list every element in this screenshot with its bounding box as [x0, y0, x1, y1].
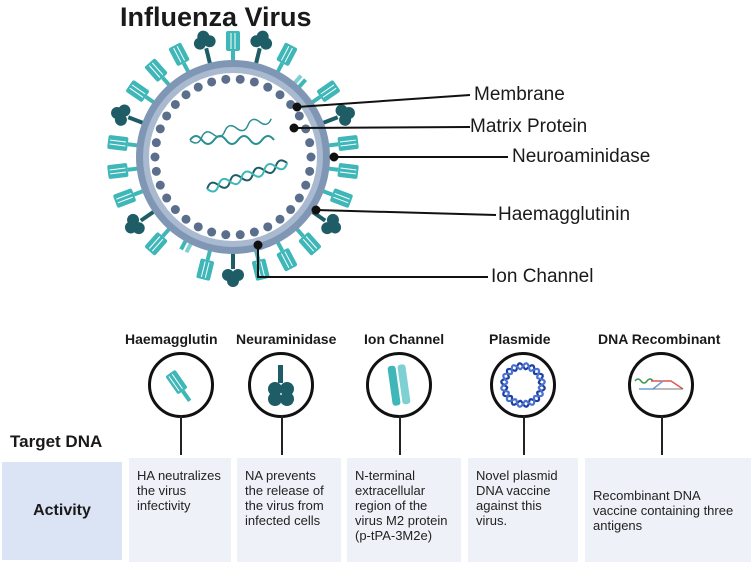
activity-text: N-terminal extracellular region of the v…: [355, 468, 448, 543]
heading-ion-channel: Ion Channel: [364, 331, 445, 347]
matrix-protein-dot: [301, 180, 311, 190]
activity-text: Novel plasmid DNA vaccine against this v…: [476, 468, 558, 528]
connector-line: [661, 415, 663, 455]
matrix-protein-dot: [193, 222, 203, 232]
matrix-protein-dot: [170, 99, 180, 109]
matrix-protein-dot: [181, 90, 191, 100]
matrix-protein-dot: [151, 166, 161, 176]
matrix-protein-dot: [207, 227, 217, 237]
matrix-protein-dot: [193, 82, 203, 92]
matrix-protein-dot: [305, 138, 315, 148]
haemagglutinin-spike: [328, 135, 359, 151]
matrix-protein-dot: [162, 193, 172, 203]
haemagglutinin-spike: [226, 31, 240, 61]
activity-cell-haemagglutinin: HA neutralizes the virus infectivity: [129, 458, 231, 562]
haemagglutinin-spike: [328, 163, 359, 179]
matrix-protein-dot: [249, 227, 259, 237]
influenza-virus-diagram: [107, 30, 508, 287]
neuraminidase-spike: [124, 209, 156, 235]
haemagglutinin-spike: [107, 135, 138, 151]
haemagglutinin-spike: [145, 227, 171, 256]
neuraminidase-spike: [111, 104, 144, 126]
matrix-protein-dot: [155, 124, 165, 134]
activity-cell-neuraminidase: NA prevents the release of the virus fro…: [237, 458, 341, 562]
activity-cell-plasmide: Novel plasmid DNA vaccine against this v…: [468, 458, 578, 562]
matrix-protein-dot: [294, 193, 304, 203]
haemagglutinin-spike: [310, 80, 340, 105]
matrix-protein-dot: [221, 230, 231, 240]
dna-recombinant-icon: [628, 352, 694, 418]
neuraminidase-spike: [193, 30, 216, 65]
matrix-protein-dot: [150, 152, 160, 162]
rna-helix: [206, 159, 289, 193]
matrix-protein-dot: [294, 111, 304, 121]
haemagglutinin-spike: [113, 188, 144, 208]
matrix-protein-dot: [170, 205, 180, 215]
neuraminidase-spike: [250, 30, 273, 65]
neuraminidase-spike: [322, 104, 355, 126]
matrix-protein-dot: [263, 82, 273, 92]
matrix-protein-dot: [275, 90, 285, 100]
activity-cell-ion-channel: N-terminal extracellular region of the v…: [347, 458, 461, 562]
matrix-protein-dots: [150, 74, 316, 240]
target-dna-label: Target DNA: [10, 432, 103, 451]
rna-strand-1: [189, 135, 275, 145]
neuraminidase-spike: [222, 253, 244, 287]
haemagglutinin-spike: [168, 42, 191, 73]
matrix-protein-dot: [235, 230, 245, 240]
haemagglutinin-spike: [275, 241, 298, 272]
haemagglutinin-spike: [145, 58, 171, 87]
page-title: Influenza Virus: [120, 2, 312, 32]
matrix-protein-dot: [249, 77, 259, 87]
matrix-protein-dot: [275, 214, 285, 224]
matrix-protein-dot: [263, 222, 273, 232]
matrix-protein-dot: [162, 111, 172, 121]
plasmid-icon: [490, 352, 556, 418]
matrix-protein-dot: [207, 77, 217, 87]
ion-channel-icon: [366, 352, 432, 418]
matrix-protein-dot: [151, 138, 161, 148]
neuraminidase-icon: [248, 352, 314, 418]
matrix-protein-dot: [286, 205, 296, 215]
activity-text: Recombinant DNA vaccine containing three…: [593, 488, 734, 533]
haemagglutinin-spike: [126, 80, 156, 105]
label-membrane: Membrane: [474, 84, 565, 105]
activity-row-header: Activity: [2, 462, 122, 560]
matrix-protein-dot: [181, 214, 191, 224]
label-haemagglutinin: Haemagglutinin: [498, 204, 631, 225]
connector-line: [180, 415, 182, 455]
matrix-protein-dot: [235, 74, 245, 84]
haemagglutinin-spike: [322, 188, 353, 208]
heading-dna-recombinant: DNA Recombinant: [598, 331, 721, 347]
haemagglutinin-spike: [275, 42, 298, 73]
heading-plasmide: Plasmide: [489, 331, 551, 347]
matrix-protein-dot: [305, 166, 315, 176]
haemagglutinin-spike: [196, 249, 215, 281]
label-neuroaminidase: Neuroaminidase: [512, 146, 651, 167]
label-ion-channel: Ion Channel: [491, 266, 594, 287]
matrix-protein-dot: [221, 74, 231, 84]
activity-cell-dna-recombinant: Recombinant DNA vaccine containing three…: [585, 458, 751, 562]
connector-line: [399, 415, 401, 455]
haemagglutinin-spike: [295, 227, 321, 256]
heading-haemagglutin: Haemagglutin: [125, 331, 218, 347]
activity-text: NA prevents the release of the virus fro…: [245, 468, 324, 528]
matrix-protein-dot: [306, 152, 316, 162]
label-matrix-protein: Matrix Protein: [470, 116, 588, 137]
haemagglutinin-spike: [107, 163, 138, 179]
connector-line: [523, 415, 525, 455]
haemagglutinin-icon: [148, 352, 214, 418]
heading-neuraminidase: Neuraminidase: [236, 331, 337, 347]
connector-line: [281, 415, 283, 455]
matrix-protein-dot: [155, 180, 165, 190]
activity-text: HA neutralizes the virus infectivity: [137, 468, 221, 513]
